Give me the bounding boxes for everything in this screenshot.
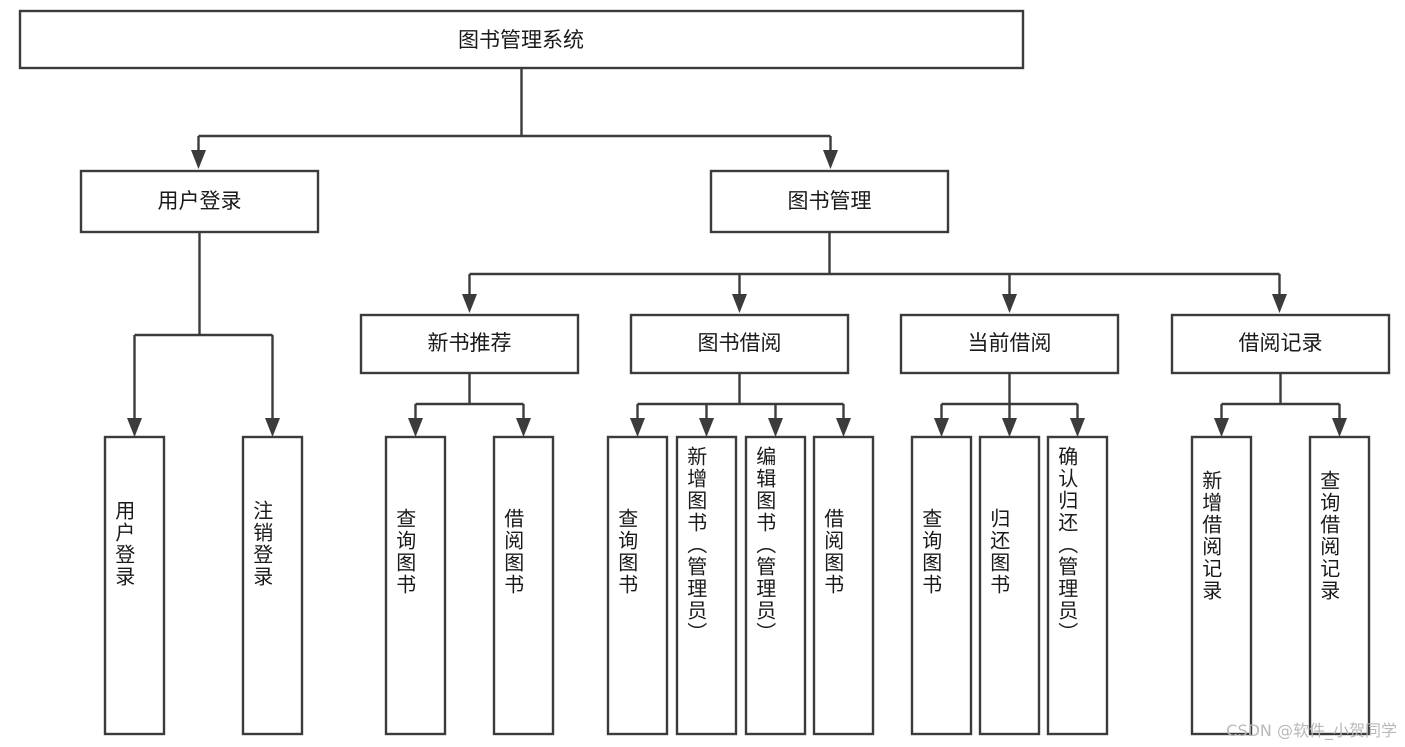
node-root-box	[18, 9, 1025, 70]
node-user-login[interactable]: 用户登录	[79, 169, 320, 234]
leaf-label-current-borrow-1: 归还图书	[986, 508, 1011, 596]
leaf-label-book-borrow-0: 查询图书	[614, 508, 639, 596]
leaf-box-user-login-0[interactable]	[103, 435, 166, 736]
leaf-label-new-book-0: 查询图书	[392, 508, 417, 596]
leaf-box-book-borrow-2[interactable]	[744, 435, 807, 736]
leaf-label-book-borrow-2: 编辑图书（管理员）	[752, 446, 777, 644]
node-borrow-record-label: 借阅记录	[1239, 331, 1323, 355]
leaf-box-current-borrow-0[interactable]	[910, 435, 973, 736]
leaf-box-current-borrow-2[interactable]	[1046, 435, 1109, 736]
leaf-label-user-login-1: 注销登录	[249, 500, 274, 588]
csdn-watermark: CSDN @软件_小贺同学	[1226, 721, 1397, 740]
leaf-label-current-borrow-0: 查询图书	[918, 508, 943, 596]
node-user-login-label: 用户登录	[158, 189, 242, 213]
node-current-borrow[interactable]: 当前借阅	[899, 313, 1120, 375]
leaf-label-borrow-record-0: 新增借阅记录	[1198, 470, 1223, 602]
node-root-label: 图书管理系统	[458, 28, 584, 52]
leaf-box-book-borrow-1[interactable]	[675, 435, 738, 736]
leaf-label-borrow-record-1: 查询借阅记录	[1316, 470, 1341, 602]
leaf-box-current-borrow-1[interactable]	[978, 435, 1041, 736]
connector-book-management-to-level3	[462, 232, 1287, 313]
leaf-box-borrow-record-1[interactable]	[1308, 435, 1371, 736]
node-root[interactable]: 图书管理系统	[18, 9, 1025, 70]
leaf-box-user-login-1[interactable]	[241, 435, 304, 736]
node-book-management-label: 图书管理	[788, 189, 872, 213]
leaf-box-new-book-1[interactable]	[492, 435, 555, 736]
connector-root-to-level2	[191, 68, 838, 169]
leaf-label-new-book-1: 借阅图书	[500, 508, 525, 596]
node-current-borrow-label: 当前借阅	[968, 331, 1052, 355]
node-book-management[interactable]: 图书管理	[709, 169, 950, 234]
connector-book-borrow-to-leaves	[630, 373, 851, 437]
connector-borrow-record-to-leaves	[1214, 373, 1347, 437]
leaf-label-book-borrow-3: 借阅图书	[820, 508, 845, 596]
leaf-label-current-borrow-2: 确认归还（管理员）	[1054, 446, 1079, 644]
connector-new-book-recommend-to-leaves	[408, 373, 531, 437]
node-new-book-recommend-label: 新书推荐	[428, 331, 512, 355]
connector-current-borrow-to-leaves	[934, 373, 1085, 437]
leaf-box-new-book-0[interactable]	[384, 435, 447, 736]
node-new-book-recommend[interactable]: 新书推荐	[359, 313, 580, 375]
node-book-borrow[interactable]: 图书借阅	[629, 313, 850, 375]
leaf-label-book-borrow-1: 新增图书（管理员）	[683, 446, 708, 644]
node-new-book-recommend-box	[359, 313, 580, 375]
node-current-borrow-box	[899, 313, 1120, 375]
connector-user-login-to-leaves	[127, 232, 280, 437]
leaf-box-book-borrow-3[interactable]	[812, 435, 875, 736]
node-book-borrow-label: 图书借阅	[698, 331, 782, 355]
leaf-box-book-borrow-0[interactable]	[606, 435, 669, 736]
leaf-label-user-login-0: 用户登录	[111, 500, 136, 588]
node-book-borrow-box	[629, 313, 850, 375]
node-borrow-record[interactable]: 借阅记录	[1170, 313, 1391, 375]
leaf-box-borrow-record-0[interactable]	[1190, 435, 1253, 736]
